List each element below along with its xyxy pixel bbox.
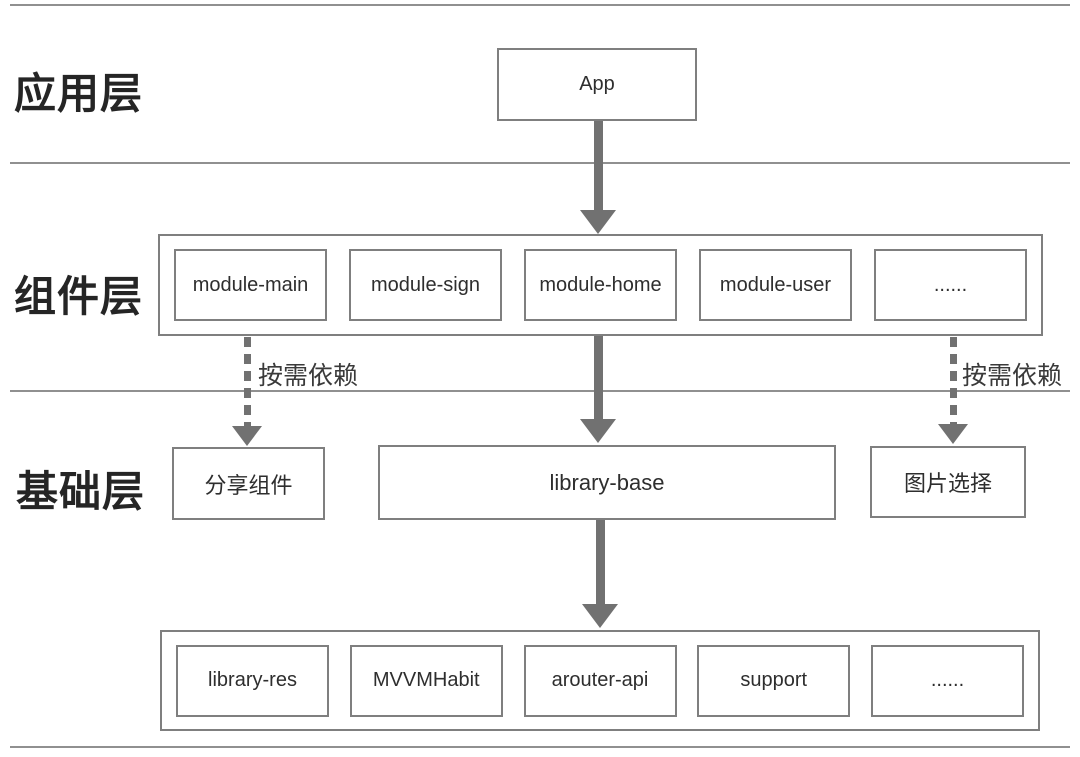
dashed-arrow-right-head <box>938 424 968 444</box>
dashed-arrow-left-head <box>232 426 262 446</box>
module-box-ellipsis: ...... <box>874 249 1027 321</box>
dashed-arrow-left-shaft <box>244 337 251 426</box>
dashed-arrow-left-label: 按需依赖 <box>258 362 359 390</box>
separator-line-bottom <box>10 746 1070 748</box>
arrow-components-to-librarybase-head <box>580 419 616 443</box>
module-box-home: module-home <box>524 249 677 321</box>
foundation-box-library-res: library-res <box>176 644 329 717</box>
foundation-box-ellipsis: ...... <box>871 644 1024 717</box>
arrow-app-to-components-head <box>580 210 616 234</box>
share-component-box: 分享组件 <box>172 447 325 520</box>
arrow-librarybase-to-foundation-head <box>582 604 618 628</box>
arrow-app-to-components-shaft <box>594 121 603 211</box>
foundation-box-arouter-api: arouter-api <box>523 644 677 717</box>
module-box-main: module-main <box>174 249 327 321</box>
arrow-librarybase-to-foundation-shaft <box>596 520 605 604</box>
foundation-row-container: library-res MVVMHabit arouter-api suppor… <box>160 630 1040 731</box>
separator-line-component-base <box>10 390 1070 392</box>
module-box-user: module-user <box>699 249 852 321</box>
layer-label-application: 应用层 <box>14 70 144 117</box>
image-picker-box: 图片选择 <box>870 446 1026 518</box>
dashed-arrow-right-shaft <box>950 337 957 424</box>
foundation-box-mvvmhabit: MVVMHabit <box>349 644 503 717</box>
layer-label-component: 组件层 <box>14 273 144 320</box>
separator-line-top <box>10 4 1070 6</box>
module-box-sign: module-sign <box>349 249 502 321</box>
foundation-box-support: support <box>697 644 851 717</box>
component-layer-container: module-main module-sign module-home modu… <box>158 234 1043 336</box>
arrow-components-to-librarybase-shaft <box>594 336 603 419</box>
layer-label-base: 基础层 <box>16 468 146 515</box>
dashed-arrow-right-label: 按需依赖 <box>962 362 1063 390</box>
library-base-box: library-base <box>378 445 836 520</box>
app-box: App <box>497 48 697 121</box>
separator-line-application-component <box>10 162 1070 164</box>
